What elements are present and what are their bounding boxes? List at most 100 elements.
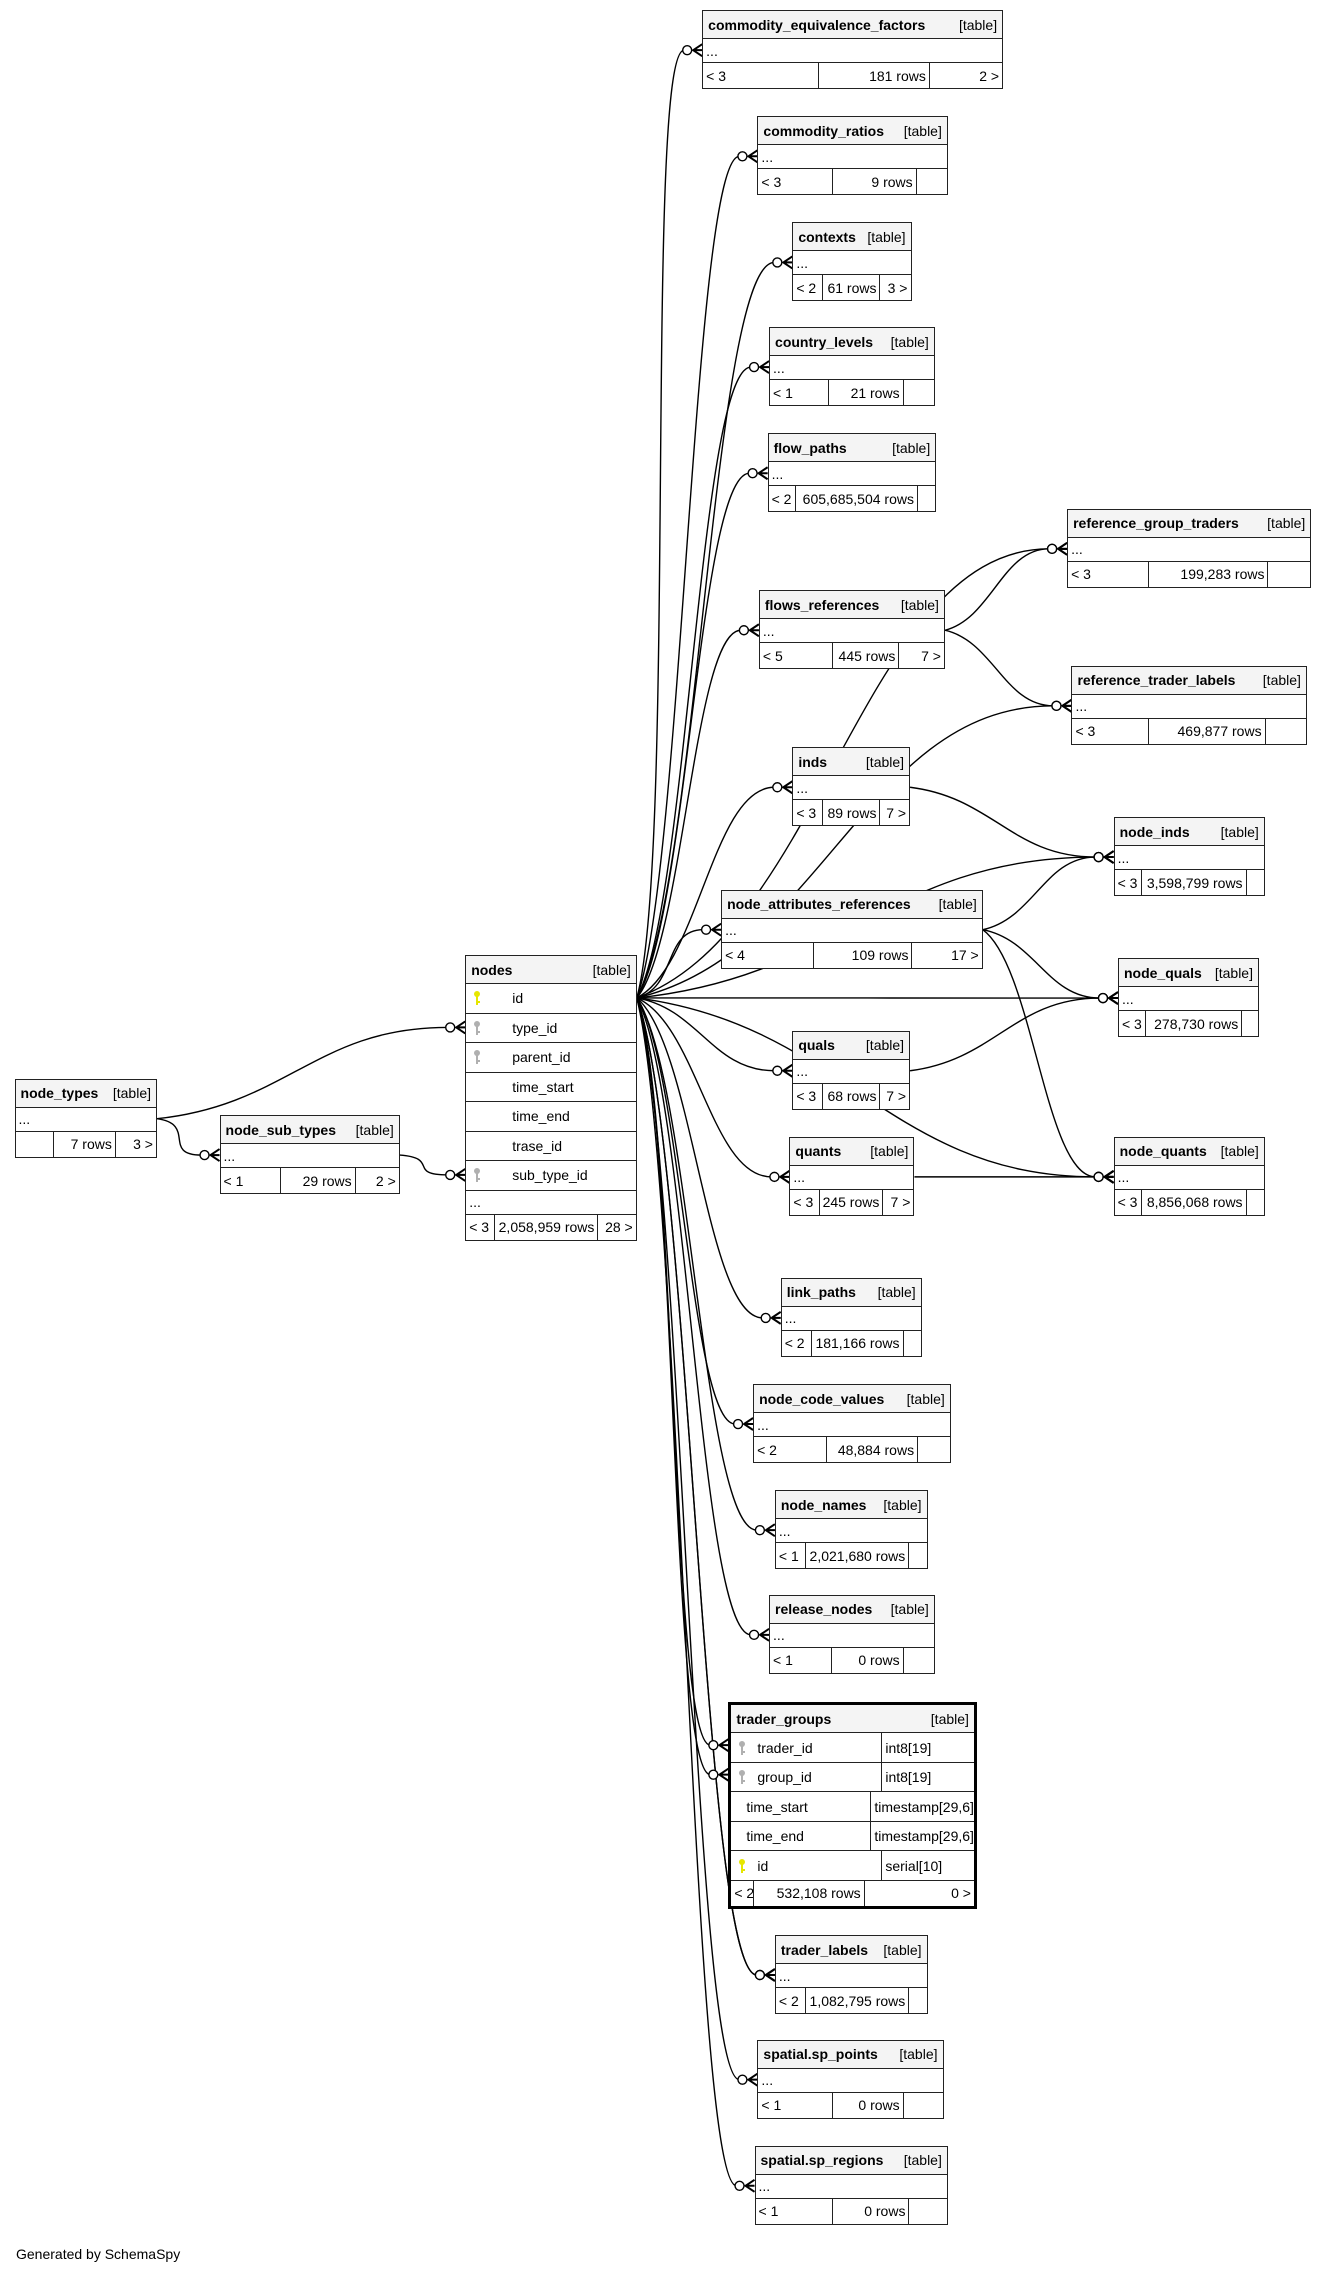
table-name[interactable]: commodity_equivalence_factors <box>708 16 926 33</box>
table-name[interactable]: node_quals <box>1123 964 1202 981</box>
parents-count[interactable]: < 2 <box>731 1880 755 1906</box>
columns-ellipsis[interactable]: ... <box>768 462 936 487</box>
table-name[interactable]: flows_references <box>764 596 880 613</box>
table-header[interactable]: node_quants[table] <box>1114 1137 1264 1166</box>
columns-ellipsis[interactable]: ... <box>703 39 1003 64</box>
children-count[interactable] <box>904 380 934 405</box>
table-name[interactable]: node_quants <box>1119 1143 1207 1160</box>
children-count[interactable]: 2 > <box>375 1172 396 1189</box>
table-header[interactable]: link_paths[table] <box>781 1278 921 1307</box>
parents-count[interactable]: < 3 <box>793 1083 824 1109</box>
table-header[interactable]: node_sub_types[table] <box>220 1116 399 1145</box>
table-header[interactable]: release_nodes[table] <box>770 1595 934 1624</box>
parents-count[interactable]: < 5 <box>760 643 834 669</box>
column-name[interactable]: id <box>753 1851 883 1880</box>
children-count[interactable] <box>1242 1011 1258 1036</box>
children-count[interactable]: 7 > <box>921 647 941 664</box>
table-header[interactable]: quals[table] <box>793 1031 910 1060</box>
children-count[interactable] <box>917 169 947 194</box>
children-count[interactable]: 0 > <box>951 1885 971 1902</box>
column-name[interactable]: sub_type_id <box>512 1167 588 1184</box>
children-count[interactable] <box>904 1648 934 1673</box>
columns-ellipsis[interactable]: ... <box>1118 987 1258 1012</box>
table-header[interactable]: nodes[table] <box>466 956 636 985</box>
children-count[interactable]: 2 > <box>979 67 1000 84</box>
column-row[interactable]: type_id <box>466 1014 636 1044</box>
children-count[interactable]: 17 > <box>951 947 979 964</box>
columns-ellipsis[interactable]: ... <box>466 1191 636 1215</box>
table-name[interactable]: node_code_values <box>759 1390 885 1407</box>
column-name[interactable]: trase_id <box>512 1137 563 1154</box>
parents-count[interactable]: < 1 <box>756 2198 834 2224</box>
table-name[interactable]: quals <box>798 1037 835 1054</box>
columns-ellipsis[interactable]: ... <box>759 619 944 644</box>
children-count[interactable] <box>904 2093 943 2118</box>
parents-count[interactable]: < 1 <box>770 1647 832 1673</box>
columns-ellipsis[interactable]: ... <box>722 919 982 943</box>
table-header[interactable]: commodity_ratios[table] <box>758 117 947 146</box>
table-header[interactable]: flows_references[table] <box>759 591 944 620</box>
table-header[interactable]: country_levels[table] <box>770 328 934 357</box>
columns-ellipsis[interactable]: ... <box>793 1060 910 1084</box>
column-name[interactable]: trader_id <box>753 1733 883 1762</box>
column-row[interactable]: id <box>466 984 636 1014</box>
columns-ellipsis[interactable]: ... <box>1068 538 1311 562</box>
columns-ellipsis[interactable]: ... <box>754 1413 950 1438</box>
parents-count[interactable]: < 3 <box>790 1189 821 1215</box>
table-name[interactable]: node_types <box>20 1085 99 1102</box>
columns-ellipsis[interactable]: ... <box>758 2069 943 2093</box>
table-name[interactable]: contexts <box>798 228 856 245</box>
table-name[interactable]: release_nodes <box>775 1601 873 1618</box>
columns-ellipsis[interactable]: ... <box>790 1166 914 1190</box>
children-count[interactable] <box>1266 719 1306 744</box>
table-name[interactable]: spatial.sp_points <box>763 2046 878 2063</box>
parents-count[interactable]: < 4 <box>722 942 815 968</box>
column-name[interactable]: type_id <box>512 1019 558 1036</box>
parents-count[interactable]: < 3 <box>703 63 819 89</box>
children-count[interactable]: 7 > <box>886 804 907 821</box>
columns-ellipsis[interactable]: ... <box>1114 846 1264 871</box>
table-name[interactable]: node_names <box>780 1496 867 1513</box>
children-count[interactable] <box>909 1543 926 1568</box>
table-header[interactable]: node_names[table] <box>775 1491 927 1520</box>
table-header[interactable]: node_types[table] <box>15 1079 156 1108</box>
column-name[interactable]: time_start <box>742 1792 872 1821</box>
children-count[interactable]: 7 > <box>886 1088 907 1105</box>
table-name[interactable]: quants <box>795 1143 842 1160</box>
parents-count[interactable]: < 2 <box>769 486 796 512</box>
parents-count[interactable]: < 1 <box>770 380 829 406</box>
children-count[interactable] <box>909 2199 946 2224</box>
children-count[interactable] <box>904 1331 921 1356</box>
parents-count[interactable]: < 2 <box>754 1437 828 1463</box>
table-header[interactable]: reference_group_traders[table] <box>1068 509 1311 538</box>
column-row[interactable]: parent_id <box>466 1043 636 1073</box>
columns-ellipsis[interactable]: ... <box>755 2175 947 2199</box>
children-count[interactable] <box>1268 562 1310 587</box>
table-header[interactable]: trader_groups[table] <box>731 1705 974 1734</box>
columns-ellipsis[interactable]: ... <box>1114 1166 1264 1190</box>
children-count[interactable]: 7 > <box>890 1194 911 1211</box>
table-name[interactable]: trader_groups <box>736 1710 832 1727</box>
columns-ellipsis[interactable]: ... <box>770 356 934 381</box>
parents-count[interactable] <box>16 1131 55 1157</box>
parents-count[interactable]: < 3 <box>1115 870 1142 896</box>
table-header[interactable]: trader_labels[table] <box>775 1936 927 1964</box>
table-header[interactable]: flow_paths[table] <box>768 434 936 463</box>
table-name[interactable]: inds <box>798 753 828 770</box>
column-row[interactable]: time_start <box>466 1073 636 1103</box>
table-header[interactable]: contexts[table] <box>793 223 911 252</box>
